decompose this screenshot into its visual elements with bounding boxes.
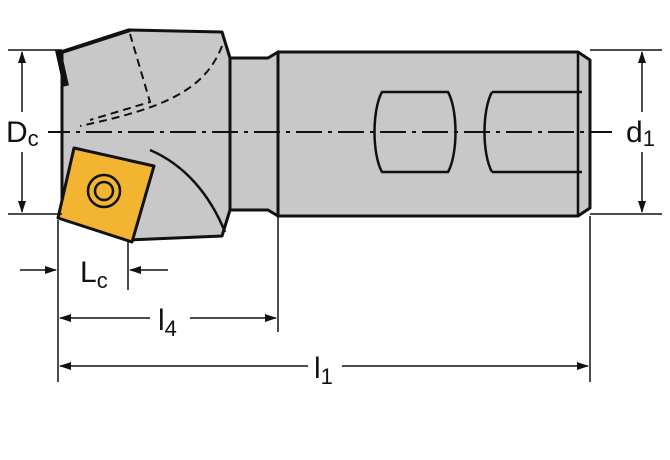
top-edge-bevel [61,28,131,54]
flute-curve [149,148,227,233]
top-cutting-edge [55,49,69,87]
flat-1 [373,90,457,174]
insert-screw-outer [86,173,122,209]
label-l4: l4 [158,304,177,341]
label-lc: Lc [80,256,108,293]
dimension-labels: Dc d1 Lc l4 l1 [4,114,664,389]
insert-plate [56,146,156,244]
cutting-insert [56,146,156,244]
hidden-line-pocket [89,33,152,121]
label-l1: l1 [314,352,333,389]
hidden-lines [79,33,223,127]
label-dc: Dc [6,116,39,151]
dimension-lines [18,51,646,370]
insert-screw-inner [93,180,115,202]
hidden-line-flute [79,45,223,127]
shank [276,50,592,218]
label-d1: d1 [626,116,655,151]
neck [228,50,280,218]
extension-lines [8,49,662,382]
